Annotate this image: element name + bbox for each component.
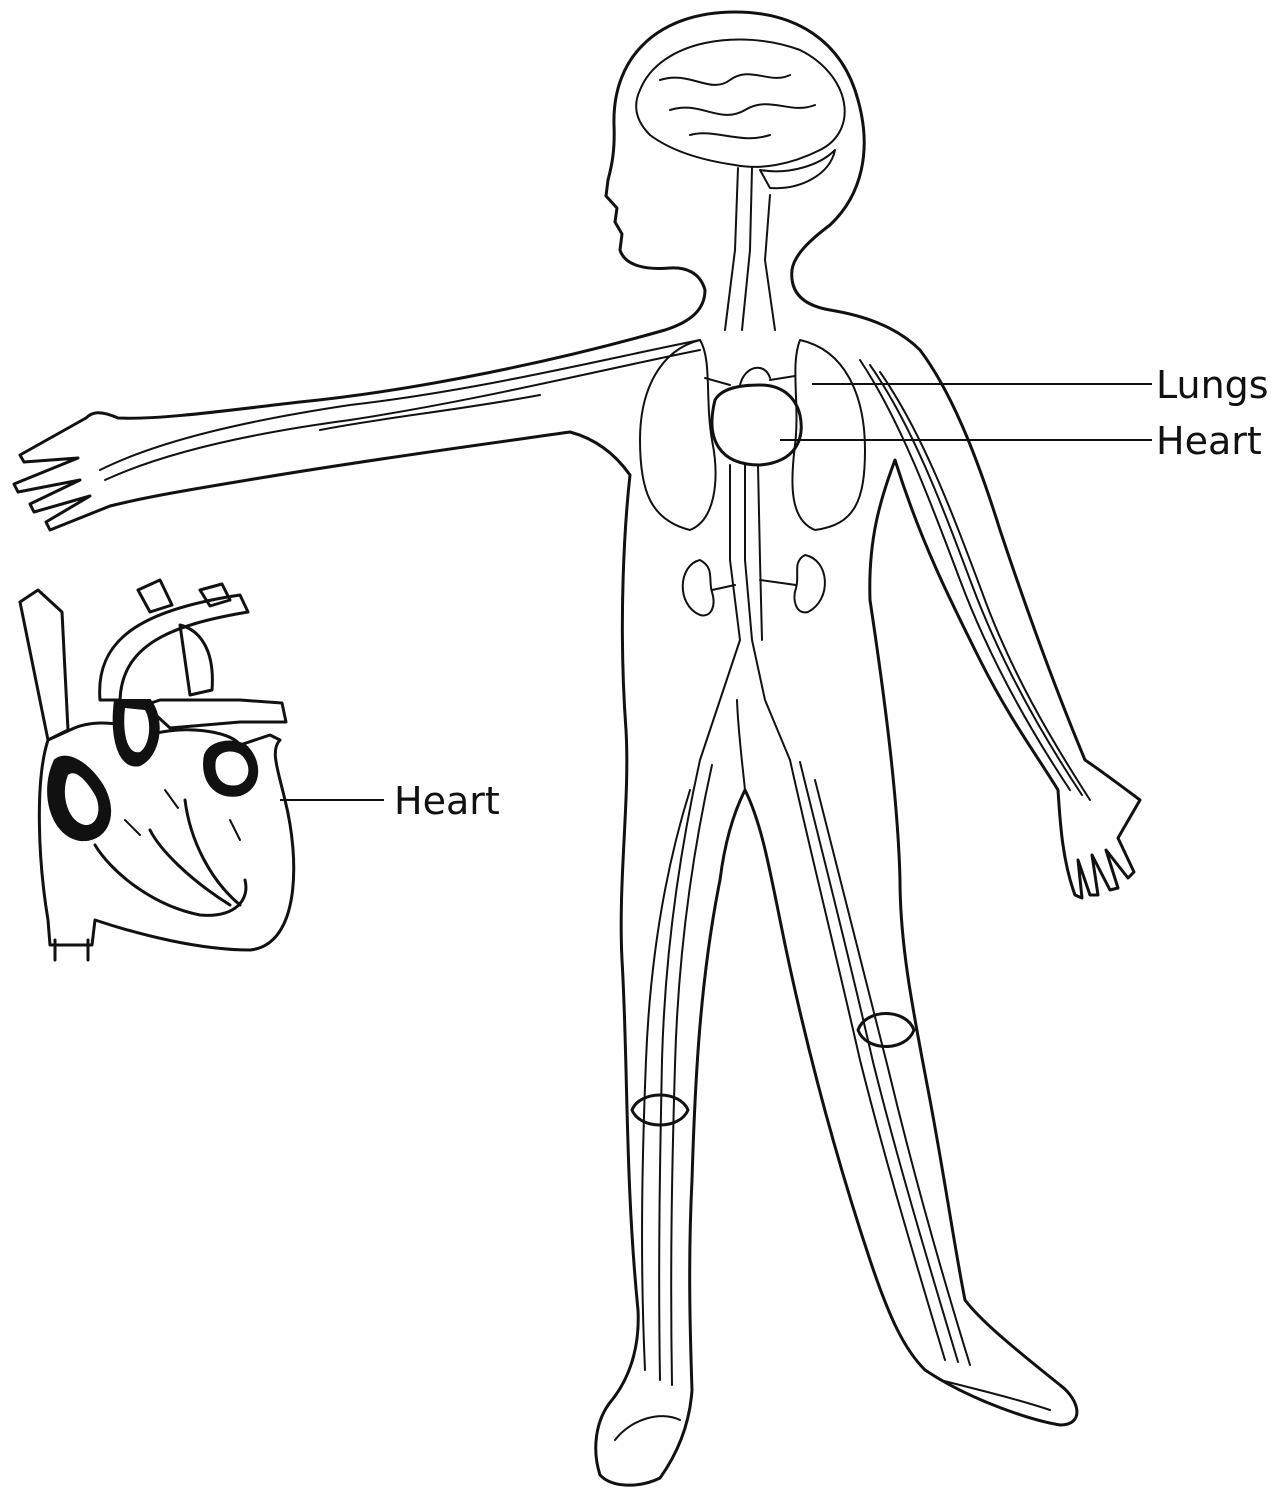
label-lungs: Lungs [1156,363,1269,407]
kidney-left [683,560,714,615]
label-heart-detail: Heart [394,779,500,823]
aortic-arch [100,595,248,700]
label-heart-body-group: Heart [780,419,1262,463]
body-figure [14,12,1140,1485]
label-heart-body: Heart [1156,419,1262,463]
heart-in-body [712,385,801,465]
label-lungs-group: Lungs [812,363,1269,407]
label-heart-detail-group: Heart [280,779,500,823]
pulmonary-artery [145,700,286,728]
lung-left [640,340,716,530]
body-outline [14,12,1140,1485]
superior-vena-cava [20,590,68,740]
kidney-right [795,555,825,612]
heart-detail-illustration [20,580,294,960]
brain [636,39,845,166]
lung-right [792,340,865,530]
